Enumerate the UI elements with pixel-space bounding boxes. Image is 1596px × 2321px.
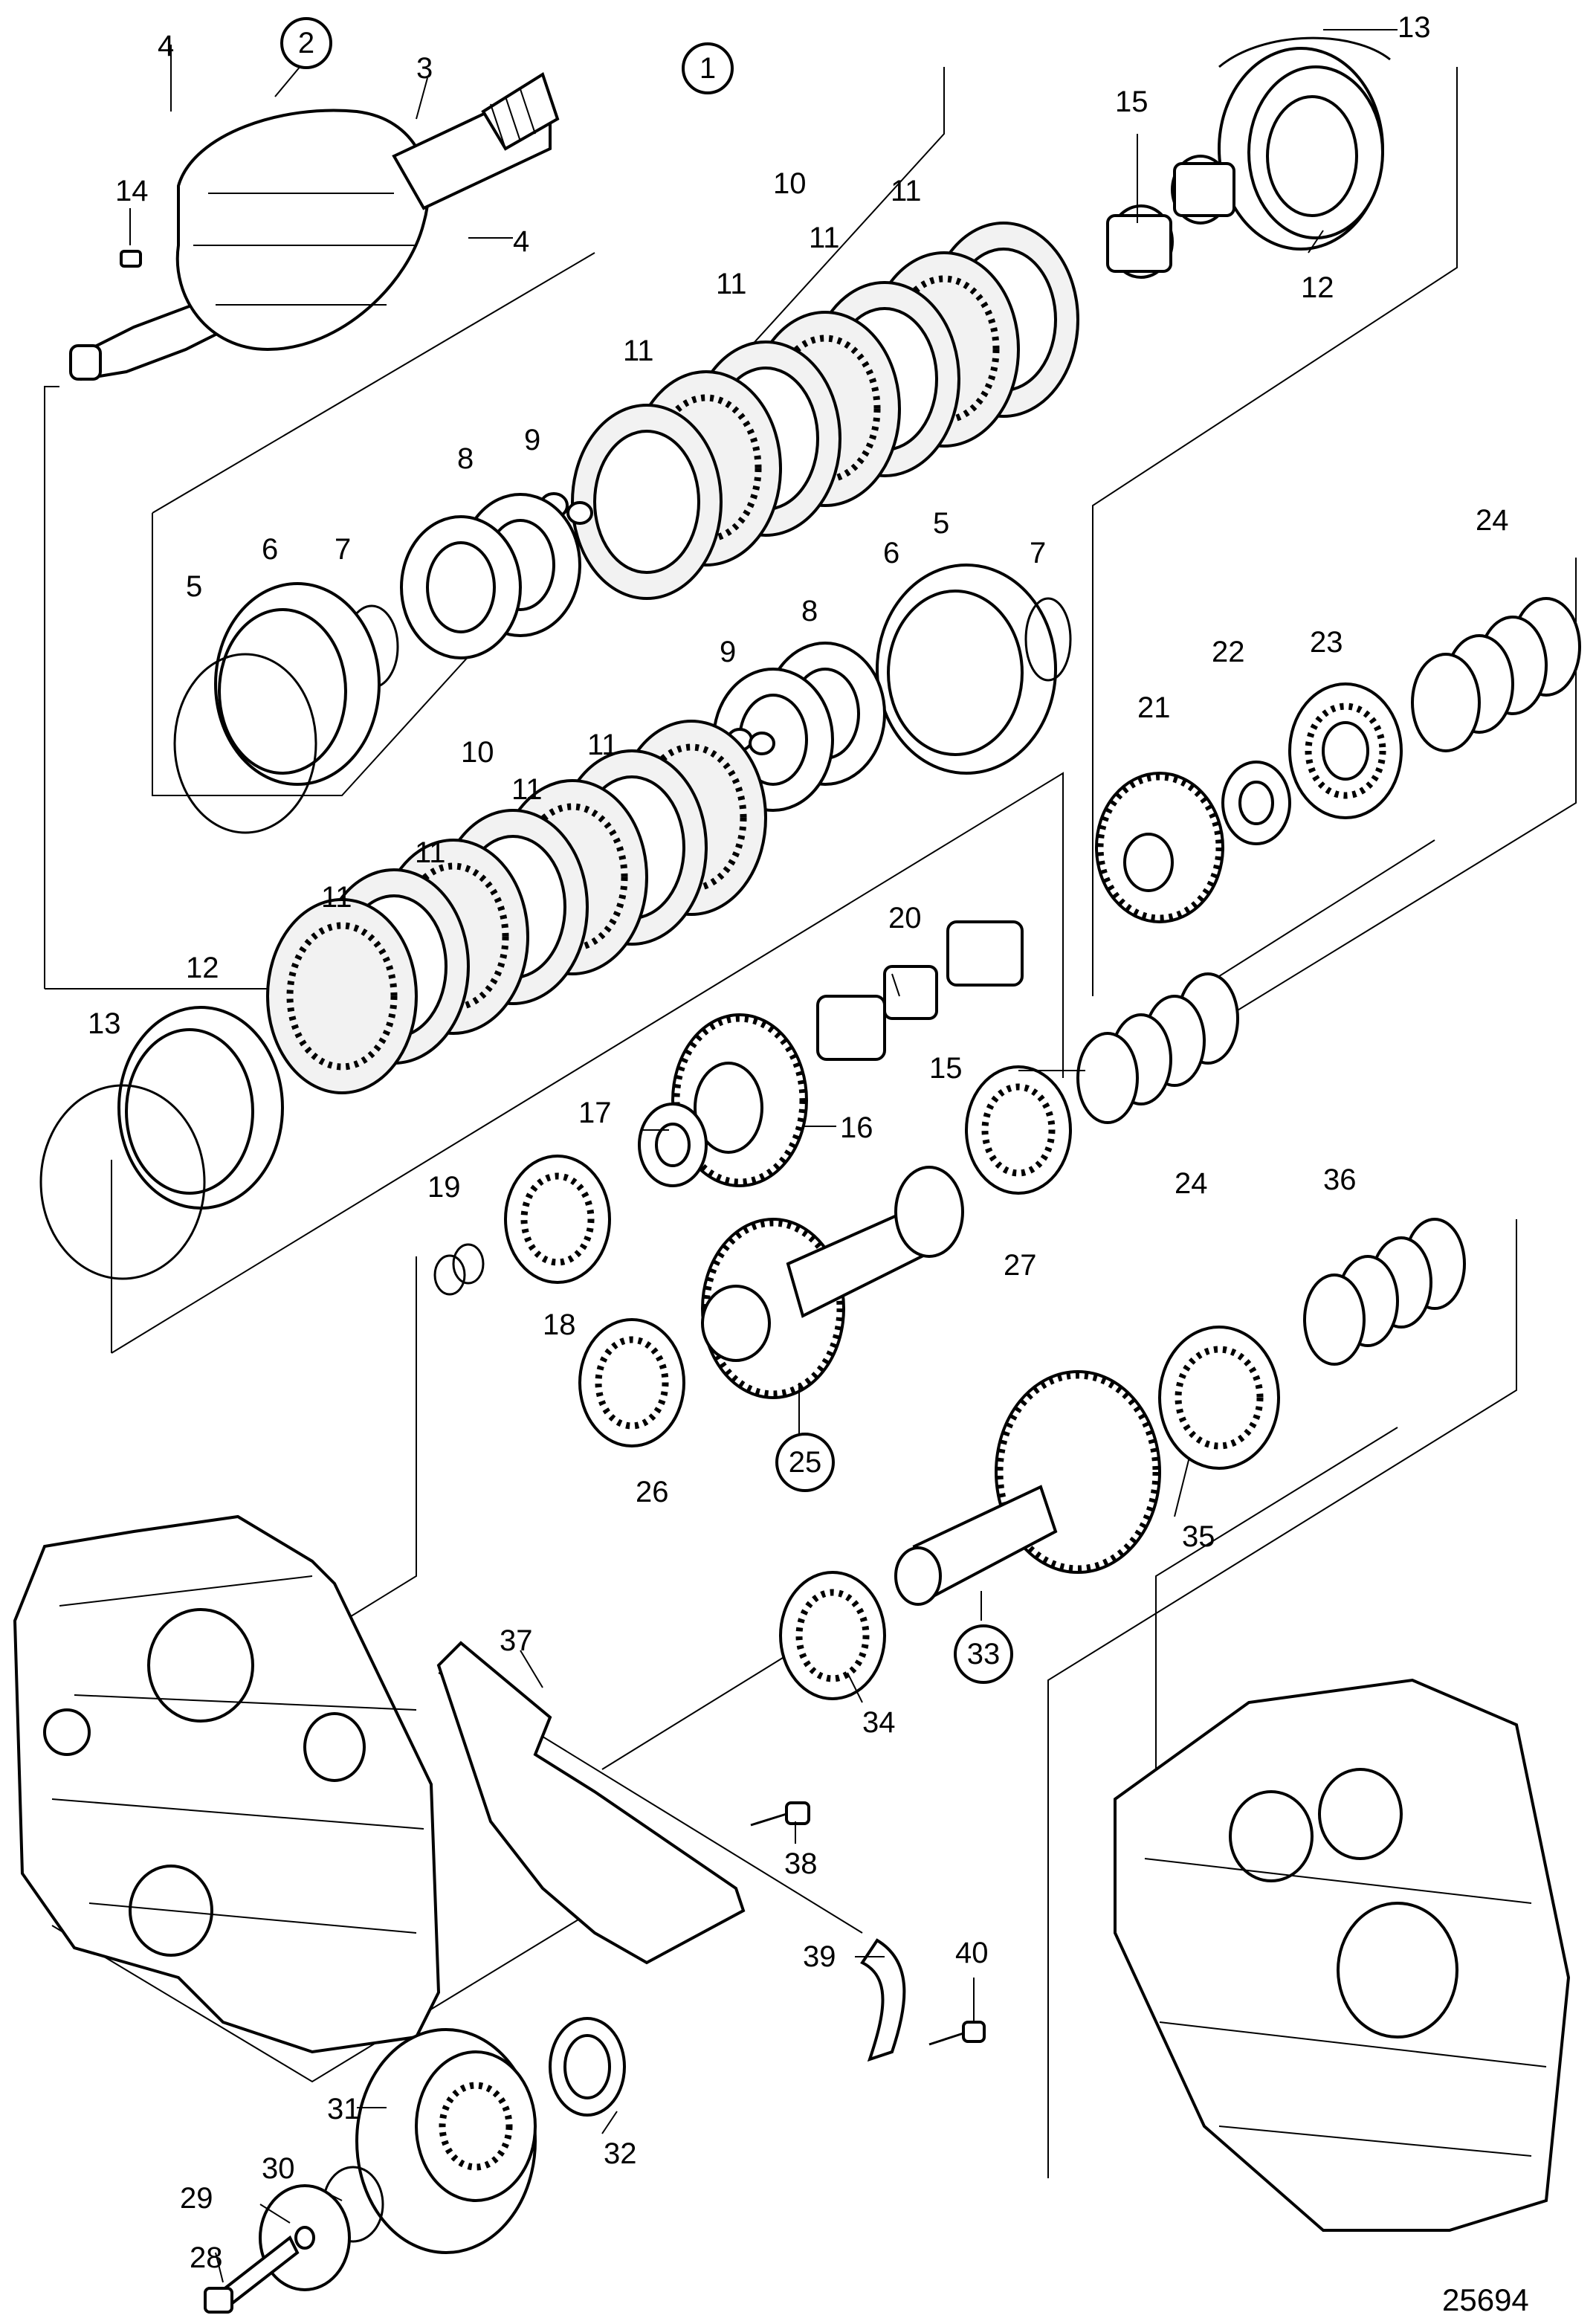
callout-8-upper: 8 xyxy=(457,442,474,475)
callout-8-lower: 8 xyxy=(801,595,818,627)
secondary-shaft-parts xyxy=(433,597,1581,1700)
rear-housing xyxy=(1114,1678,1571,2232)
callout-17: 17 xyxy=(578,1097,612,1129)
figure-number: 25694 xyxy=(1442,2282,1529,2317)
callout-37: 37 xyxy=(500,1624,533,1657)
callout-22: 22 xyxy=(1212,636,1245,668)
callout-circle-1 xyxy=(682,42,734,94)
callout-34: 34 xyxy=(862,1706,896,1739)
callout-circle-2 xyxy=(280,17,332,69)
callout-33: 33 xyxy=(967,1638,1001,1670)
callout-6-lower: 6 xyxy=(883,537,899,569)
callout-circle-25 xyxy=(775,1433,835,1492)
callout-9-lower: 9 xyxy=(720,636,736,668)
callout-11-e: 11 xyxy=(587,729,618,761)
callout-27: 27 xyxy=(1004,1249,1037,1282)
cover-plate xyxy=(436,1641,746,1965)
callout-12-lower: 12 xyxy=(186,952,219,984)
callout-26: 26 xyxy=(636,1476,669,1508)
leader-lines xyxy=(129,29,1398,2283)
callout-19: 19 xyxy=(427,1171,461,1204)
callout-7-lower: 7 xyxy=(1030,537,1046,569)
callout-14: 14 xyxy=(115,175,149,207)
part-3-clutch-shaft xyxy=(69,71,560,381)
callout-11-a: 11 xyxy=(891,175,922,207)
callout-25: 25 xyxy=(789,1446,822,1479)
callout-39: 39 xyxy=(803,1940,836,1973)
callout-11-g: 11 xyxy=(415,836,446,869)
callout-13-upper: 13 xyxy=(1398,11,1431,44)
callout-2: 2 xyxy=(298,27,314,59)
callout-18: 18 xyxy=(543,1308,576,1341)
callout-20: 20 xyxy=(888,902,922,934)
callout-28: 28 xyxy=(190,2241,223,2274)
callout-11-d: 11 xyxy=(623,335,654,367)
callout-40: 40 xyxy=(955,1937,989,1969)
callout-31: 31 xyxy=(327,2093,361,2125)
callout-13-lower: 13 xyxy=(88,1007,121,1040)
callout-15-lower: 15 xyxy=(929,1052,963,1085)
callout-30: 30 xyxy=(262,2152,295,2185)
callout-36: 36 xyxy=(1323,1163,1357,1196)
callout-circle-33 xyxy=(954,1624,1013,1684)
callout-6-upper: 6 xyxy=(262,533,278,566)
callout-29: 29 xyxy=(180,2182,213,2215)
upper-clutch-pack xyxy=(173,36,1391,834)
callout-10-lower: 10 xyxy=(461,736,494,769)
callout-labels: 2 1 25 33 4 3 14 4 13 15 12 10 11 11 11 … xyxy=(88,11,1529,2317)
callout-21: 21 xyxy=(1137,691,1171,724)
callout-5-upper: 5 xyxy=(186,570,202,603)
callout-24-upper: 24 xyxy=(1476,504,1509,537)
callout-3: 3 xyxy=(416,52,433,85)
callout-5-lower: 5 xyxy=(933,507,949,540)
assembly-frames xyxy=(44,67,1577,2178)
callout-10-upper: 10 xyxy=(773,167,807,200)
callout-4-lower: 4 xyxy=(513,225,529,258)
callout-11-h: 11 xyxy=(321,881,352,914)
callout-38: 38 xyxy=(784,1847,818,1880)
callout-35: 35 xyxy=(1182,1520,1215,1553)
callout-11-b: 11 xyxy=(809,222,840,254)
callout-15-upper: 15 xyxy=(1115,85,1148,118)
callout-1: 1 xyxy=(700,52,716,85)
callout-4-upper: 4 xyxy=(158,30,174,62)
callout-9-upper: 9 xyxy=(524,424,540,456)
callout-12-upper: 12 xyxy=(1301,271,1334,304)
lower-clutch-pack xyxy=(39,564,1072,1280)
front-housing xyxy=(13,1514,441,2054)
small-parts xyxy=(204,1801,986,2314)
callout-11-f: 11 xyxy=(511,773,543,806)
callout-7-upper: 7 xyxy=(335,533,351,566)
callout-16: 16 xyxy=(840,1111,873,1144)
callout-11-c: 11 xyxy=(716,268,747,300)
callout-23: 23 xyxy=(1310,626,1343,659)
callout-24-lower: 24 xyxy=(1175,1167,1208,1200)
callout-32: 32 xyxy=(604,2137,637,2170)
